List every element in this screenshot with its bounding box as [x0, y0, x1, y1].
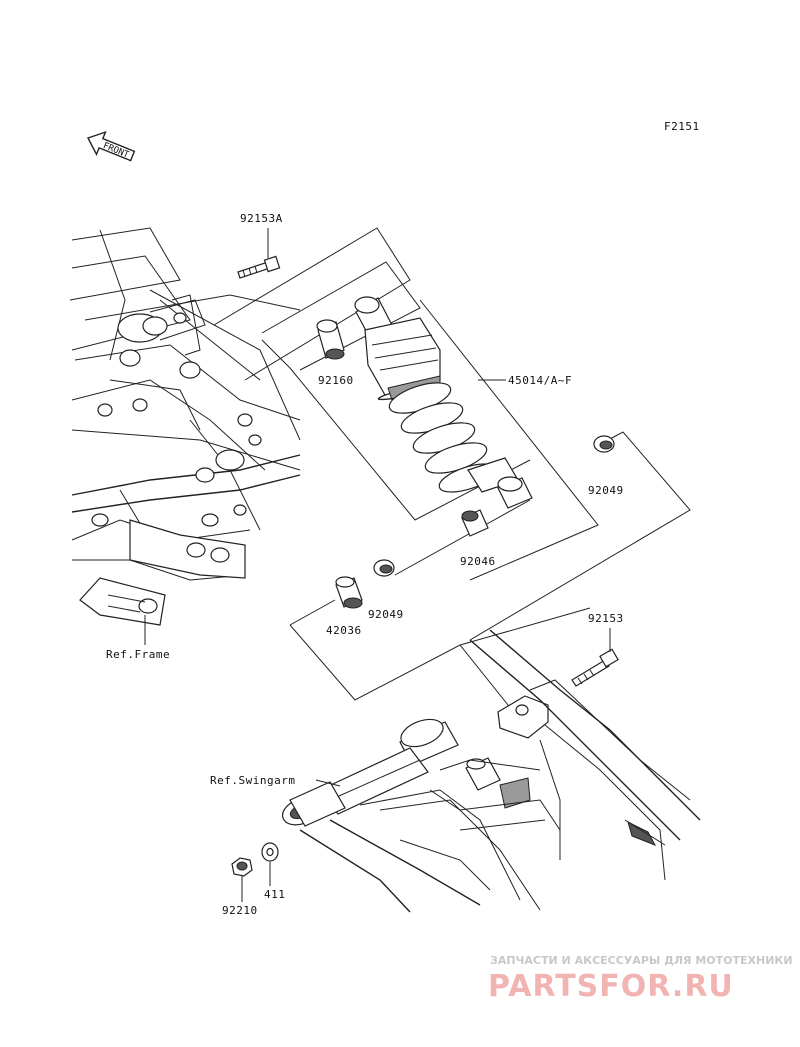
bushing-92046: [461, 509, 489, 537]
shock-absorber: [354, 296, 533, 509]
label-92049-right: 92049: [588, 484, 624, 497]
label-92153: 92153: [588, 612, 624, 625]
watermark-tagline: ЗАПЧАСТИ И АКСЕССУАРЫ ДЛЯ МОТОТЕХНИКИ: [490, 954, 793, 967]
nut-92210: [231, 857, 253, 877]
label-92049-left: 92049: [368, 608, 404, 621]
watermark-brand: PARTSFOR.RU: [488, 969, 734, 1004]
frame-drawing: [69, 227, 301, 645]
front-arrow-icon: FRONT: [87, 130, 136, 162]
bolt-92153: [571, 648, 619, 687]
seal-92049-left: [373, 559, 395, 577]
swingarm-drawing: [281, 629, 701, 913]
label-92160: 92160: [318, 374, 354, 387]
washer-411: [261, 842, 279, 862]
collar-92160: [316, 319, 345, 360]
label-411: 411: [264, 888, 285, 901]
seal-92049-right: [593, 435, 615, 453]
label-92210: 92210: [222, 904, 258, 917]
ref-swingarm-label: Ref.Swingarm: [210, 774, 295, 787]
figure-code: F2151: [664, 120, 700, 133]
ref-frame-label: Ref.Frame: [106, 648, 170, 661]
sleeve-42036: [335, 576, 363, 609]
bolt-92153a: [237, 255, 281, 279]
label-45014: 45014/A~F: [508, 374, 572, 387]
label-92153a: 92153A: [240, 212, 283, 225]
label-42036: 42036: [326, 624, 362, 637]
label-92046: 92046: [460, 555, 496, 568]
